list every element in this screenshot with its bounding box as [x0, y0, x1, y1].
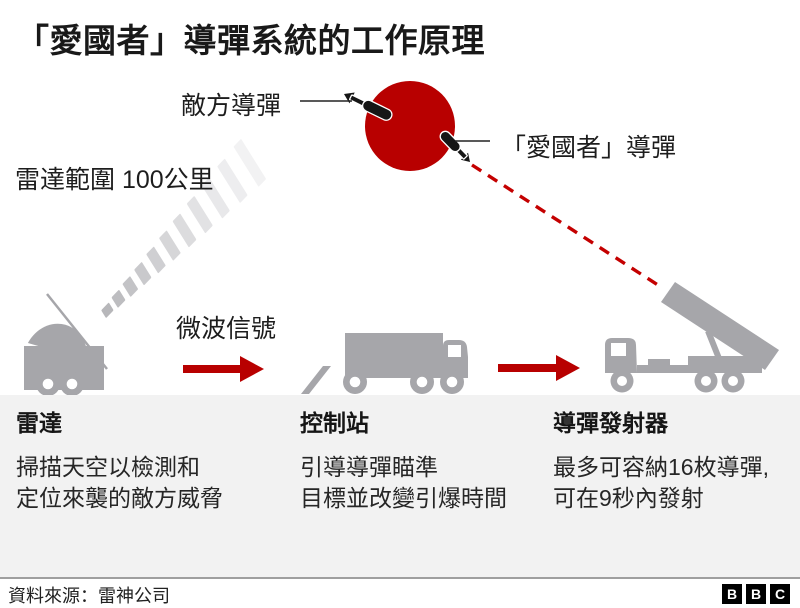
- chassis-step: [648, 359, 670, 367]
- section-line: 定位來襲的敵方威脅: [16, 485, 223, 511]
- patriot-missile-label: 「愛國者」導彈: [501, 134, 677, 162]
- bbc-logo-block: C: [770, 584, 790, 604]
- section-heading: 控制站: [300, 410, 369, 436]
- section-line: 引導導彈瞄準: [300, 454, 438, 480]
- radar-truck-icon: [24, 293, 108, 396]
- bbc-logo: B B C: [722, 584, 790, 604]
- section-heading: 導彈發射器: [553, 410, 668, 436]
- source-credit: 資料來源：雷神公司: [8, 586, 170, 606]
- missile-launcher-truck-icon: [605, 282, 779, 393]
- section-line: 最多可容納16枚導彈,: [553, 454, 769, 480]
- chassis: [345, 371, 467, 378]
- section-control-station: 控制站 引導導彈瞄準 目標並改變引爆時間: [300, 404, 560, 514]
- section-launcher: 導彈發射器 最多可容納16枚導彈, 可在9秒內發射: [553, 404, 800, 514]
- rear-platform: [688, 356, 762, 373]
- red-arrow-icon: [183, 356, 264, 382]
- dashed-trajectory-line: [471, 163, 662, 289]
- microwave-signal-label: 微波信號: [176, 315, 277, 343]
- wheel-hub: [701, 376, 711, 386]
- section-line: 目標並改變引爆時間: [300, 485, 507, 511]
- launcher-tube: [661, 282, 779, 370]
- ramp: [301, 366, 331, 394]
- patriot-missile-icon: [439, 130, 472, 164]
- page-title: 「愛國者」導彈系統的工作原理: [16, 22, 485, 59]
- section-radar: 雷達 掃描天空以檢測和 定位來襲的敵方威脅: [16, 404, 276, 514]
- box-body: [345, 333, 443, 377]
- cab-window: [448, 345, 461, 357]
- wheel-hub: [617, 376, 627, 386]
- enemy-missile-label: 敵方導彈: [181, 92, 282, 120]
- section-heading: 雷達: [16, 410, 62, 436]
- bbc-logo-block: B: [746, 584, 766, 604]
- red-arrow-icon: [498, 355, 580, 381]
- bbc-logo-block: B: [722, 584, 742, 604]
- enemy-missile-icon: [342, 91, 393, 121]
- radar-beam-icon: [101, 139, 266, 318]
- wheel-hub: [349, 376, 361, 388]
- wheel-hub: [42, 378, 54, 390]
- wheel-hub: [446, 376, 458, 388]
- caption-band: [0, 395, 800, 577]
- section-line: 可在9秒內發射: [553, 485, 704, 511]
- wheel-hub: [416, 376, 428, 388]
- cab-window: [611, 343, 626, 356]
- explosion-circle-icon: [365, 81, 455, 171]
- radar-panel-line: [46, 293, 108, 370]
- footer-divider: [0, 577, 800, 579]
- wheel-hub: [728, 376, 738, 386]
- control-station-truck-icon: [301, 333, 468, 394]
- section-line: 掃描天空以檢測和: [16, 454, 200, 480]
- radar-range-label: 雷達範圍 100公里: [15, 166, 214, 194]
- wheel-hub: [66, 378, 78, 390]
